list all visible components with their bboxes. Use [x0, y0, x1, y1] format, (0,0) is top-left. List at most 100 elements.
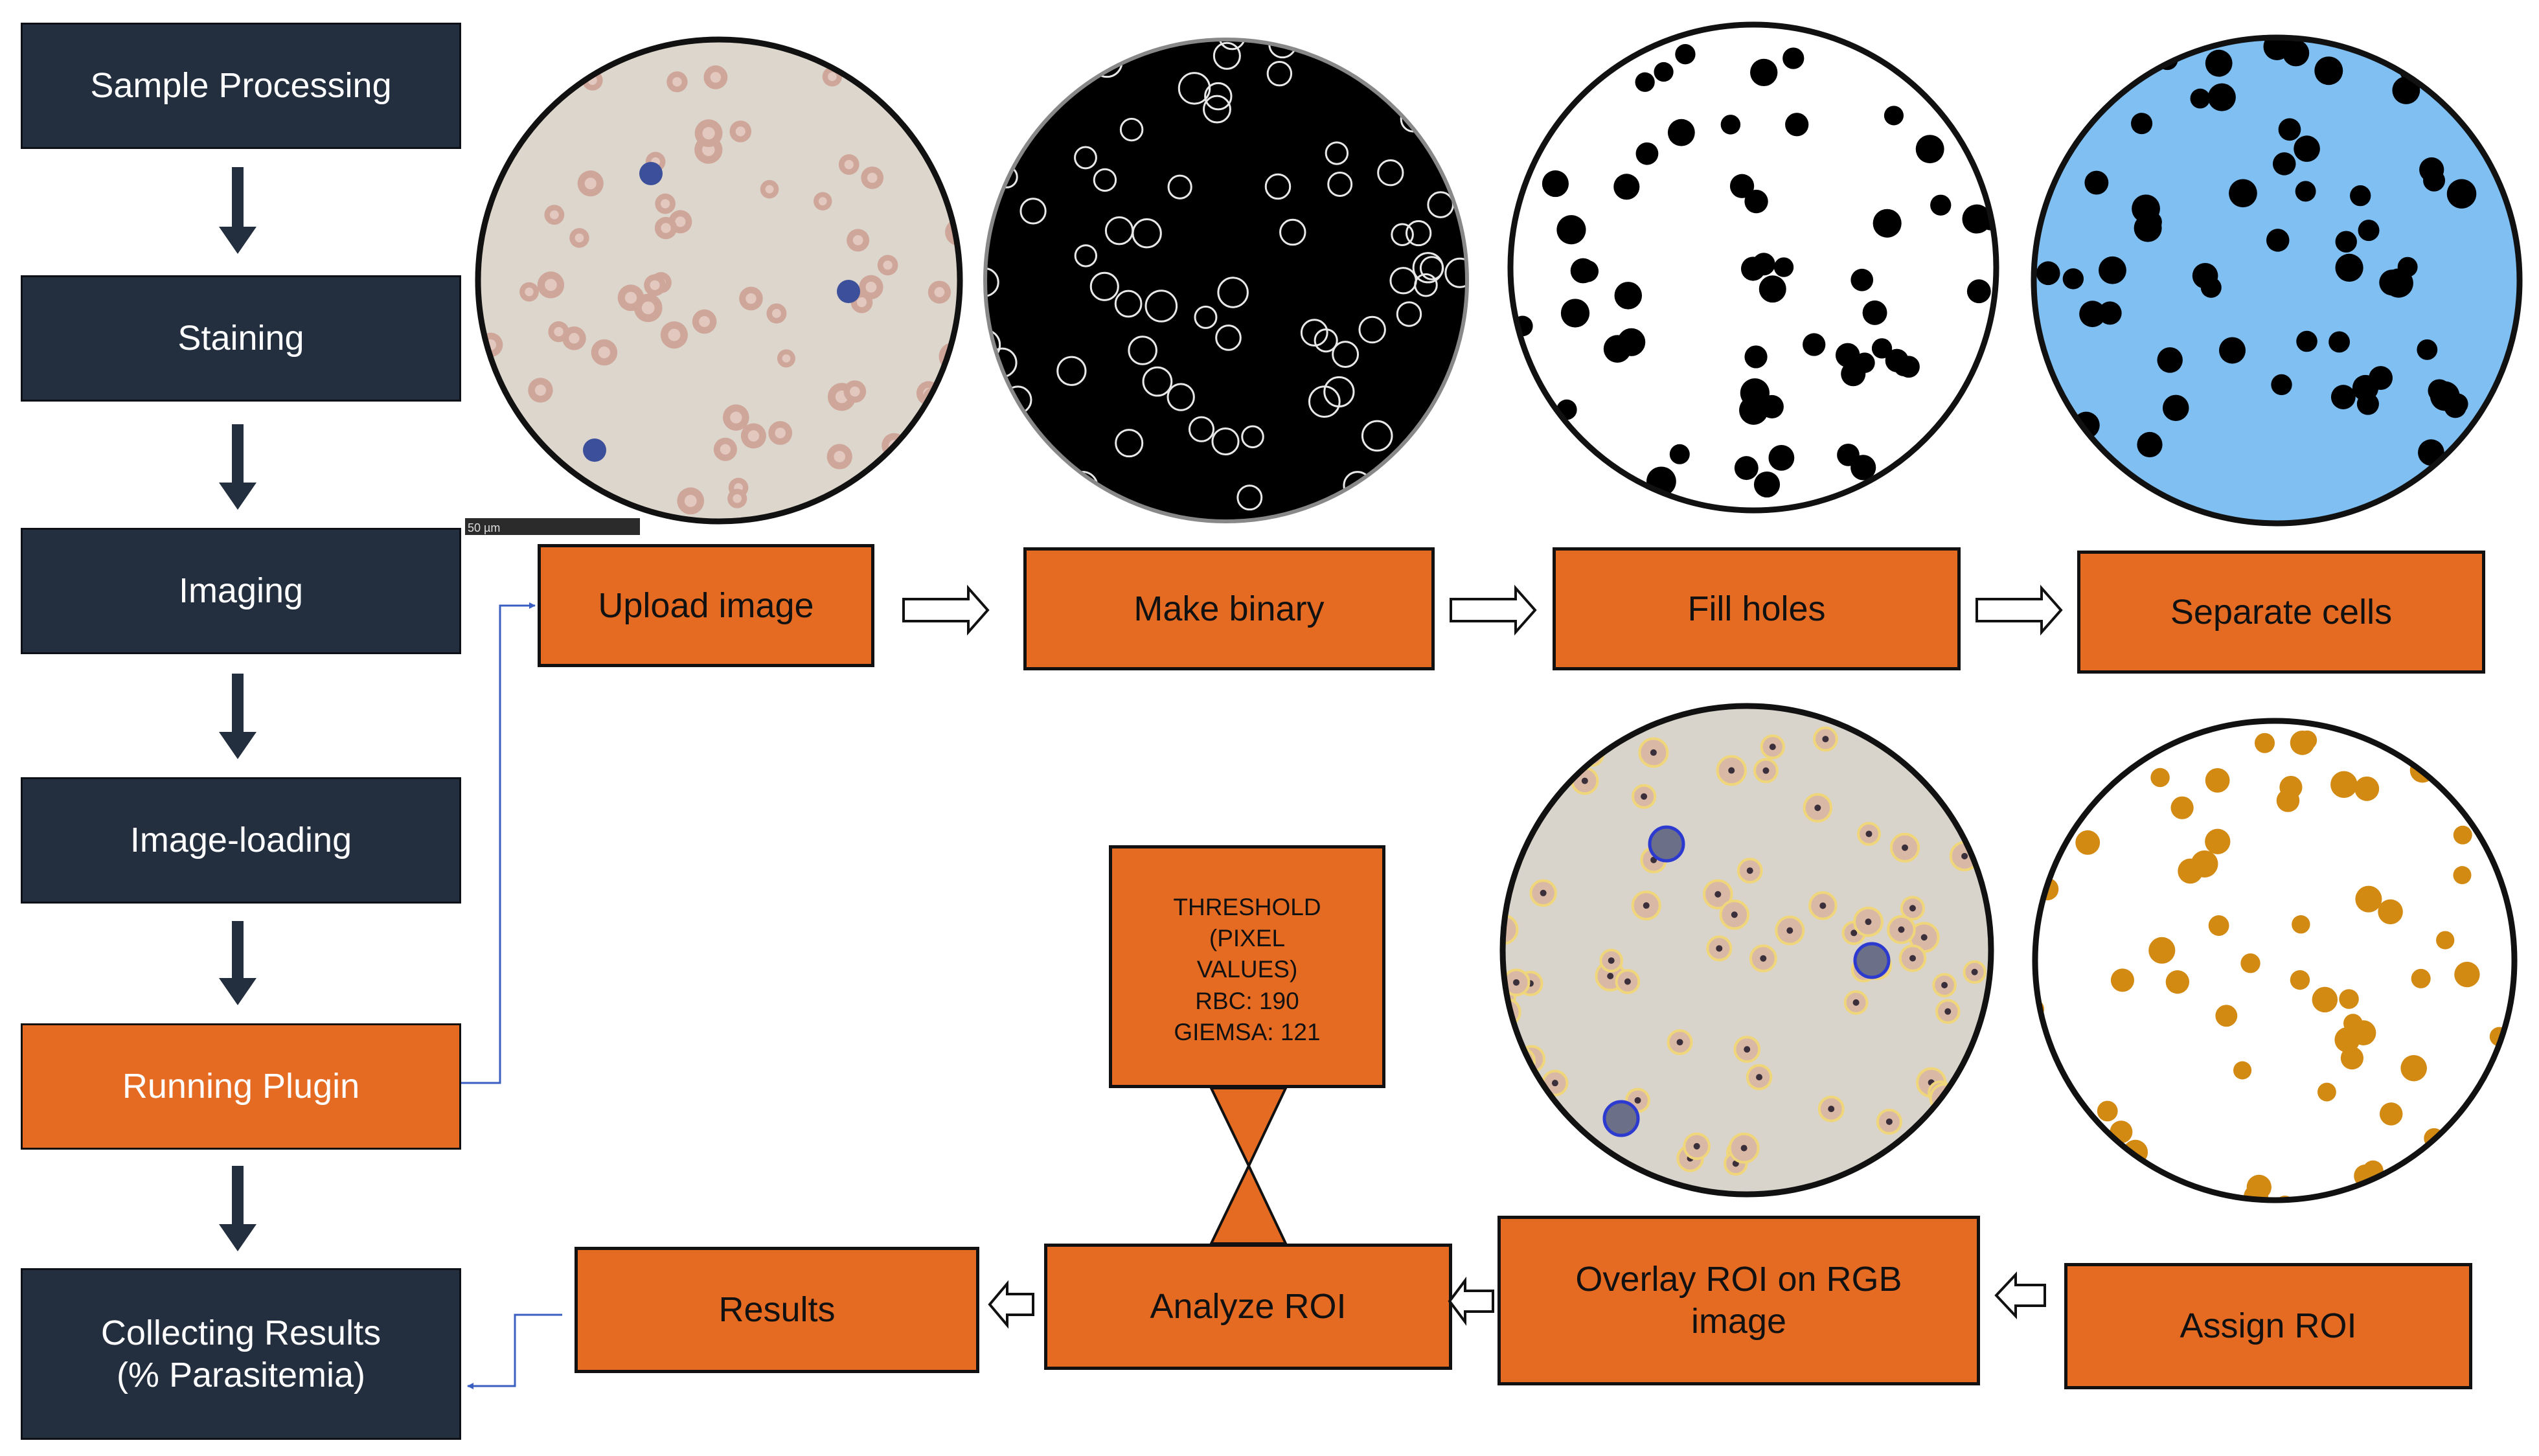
roi-cell-center: [1786, 927, 1793, 934]
cell-outline: [985, 267, 999, 297]
filled-cell: [1873, 209, 1902, 238]
overlay-roi-image: [1499, 703, 1994, 1198]
assigned-roi-cell: [2150, 768, 2170, 788]
roi-cell-center: [1756, 1074, 1763, 1081]
roi-cell-center: [1746, 867, 1753, 874]
assigned-roi-cell: [2290, 970, 2310, 990]
plugin-step-label: Upload image: [598, 586, 814, 625]
filled-cell: [1803, 333, 1826, 356]
filled-cell: [1635, 142, 1659, 165]
filled-cell: [1841, 361, 1866, 387]
roi-parasite: [1602, 1100, 1640, 1137]
rbc-cell-center: [668, 328, 681, 341]
rbc-cell-center: [554, 326, 564, 337]
rbc-cell-center: [733, 494, 742, 503]
assigned-roi-cell: [2312, 986, 2338, 1013]
cell-outline: [1211, 427, 1240, 456]
filled-cell: [1750, 58, 1778, 87]
cell-outline: [1264, 173, 1292, 200]
cell-outline: [1194, 305, 1218, 329]
plugin-make-binary: Make binary: [1023, 547, 1435, 670]
assigned-roi-cell: [2400, 1054, 2427, 1082]
rbc-cell-center: [684, 495, 697, 507]
cell-outline: [1396, 301, 1422, 327]
filled-cell: [1542, 170, 1569, 198]
assigned-roi-cell: [2436, 931, 2455, 950]
separated-cell: [2392, 76, 2420, 104]
filled-cell: [1893, 356, 1914, 376]
filled-cell: [1734, 456, 1759, 481]
assigned-roi-cell: [2339, 989, 2359, 1009]
filled-cell: [1837, 443, 1860, 466]
rbc-cell-center: [720, 444, 731, 455]
roi-cell-center: [1850, 929, 1858, 937]
filled-cell: [1667, 119, 1695, 146]
binary-image: [983, 38, 1469, 523]
rbc-cell-center: [746, 293, 757, 304]
rbc-cell-center: [852, 235, 863, 245]
rbc-cell-center: [775, 427, 786, 438]
separated-cell: [2314, 56, 2343, 85]
separated-cell: [2219, 337, 2246, 364]
filled-cell: [1570, 258, 1596, 284]
cell-outline: [1178, 72, 1211, 105]
assigned-roi-cell: [2170, 796, 2194, 819]
assigned-roi-cell: [2355, 885, 2382, 913]
rbc-cell-center: [549, 210, 559, 220]
roi-cell-center: [1643, 902, 1650, 909]
plugin-assign-roi: Assign ROI: [2064, 1263, 2472, 1389]
filled-cell: [1768, 444, 1795, 471]
rbc-cell-center: [534, 384, 547, 396]
separated-cell: [2328, 331, 2351, 353]
roi-parasite: [1648, 825, 1685, 863]
roi-cell-center: [1865, 918, 1872, 926]
filled-cell: [1915, 135, 1944, 164]
assigned-roi-image: [2032, 718, 2518, 1203]
rbc-cell-center: [661, 223, 671, 233]
assigned-roi-cell: [2148, 937, 2176, 964]
cell-outline: [1167, 174, 1192, 199]
rbc-cell-center: [661, 199, 670, 209]
cell-outline: [1327, 171, 1353, 197]
filled-cell: [1675, 44, 1696, 65]
separated-cell: [2271, 374, 2292, 396]
step-label: Collecting Results (% Parasitemia): [100, 1313, 381, 1394]
separated-cell: [2358, 220, 2380, 242]
roi-parasite: [1853, 942, 1891, 979]
separated-cell: [2200, 277, 2222, 298]
cell-outline: [1074, 244, 1098, 267]
separated-cell: [2419, 157, 2444, 183]
rbc-cell-center: [867, 172, 878, 183]
roi-cell-center: [1769, 744, 1776, 751]
separated-cell: [2294, 135, 2320, 162]
rbc-cell-center: [672, 77, 682, 87]
roi-cell-center: [1819, 902, 1827, 909]
filled-cell: [1752, 253, 1775, 276]
cell-outline: [1144, 290, 1178, 323]
roi-cell-center: [1740, 1144, 1748, 1152]
roi-cell-center: [1971, 968, 1978, 975]
roi-cell-center: [1760, 955, 1767, 962]
plugin-fill-holes: Fill holes: [1553, 547, 1961, 670]
down-arrow-5: [219, 1166, 256, 1251]
roi-cell-center: [1941, 982, 1948, 989]
filled-cell: [1850, 268, 1874, 291]
rbc-cell-center: [883, 260, 893, 270]
assigned-roi-cell: [2279, 775, 2303, 799]
cell-outline: [1128, 336, 1157, 365]
separated-cell: [2444, 395, 2467, 418]
down-arrow-3: [219, 674, 256, 759]
hollow-arrow-right-2: [1450, 584, 1537, 636]
cell-outline: [1419, 256, 1444, 280]
assigned-roi-cell: [2334, 1027, 2360, 1052]
plugin-step-label: Results: [718, 1290, 836, 1330]
cell-outline: [1119, 117, 1144, 142]
rbc-cell-center: [771, 309, 781, 318]
roi-cell-center: [1909, 905, 1916, 912]
separated-cell: [2229, 179, 2257, 208]
rbc-cell-center: [584, 177, 597, 190]
cell-outline: [1314, 328, 1338, 353]
assigned-roi-cell: [2110, 968, 2134, 992]
separated-cell: [2330, 385, 2356, 409]
separated-cell: [2205, 49, 2233, 77]
